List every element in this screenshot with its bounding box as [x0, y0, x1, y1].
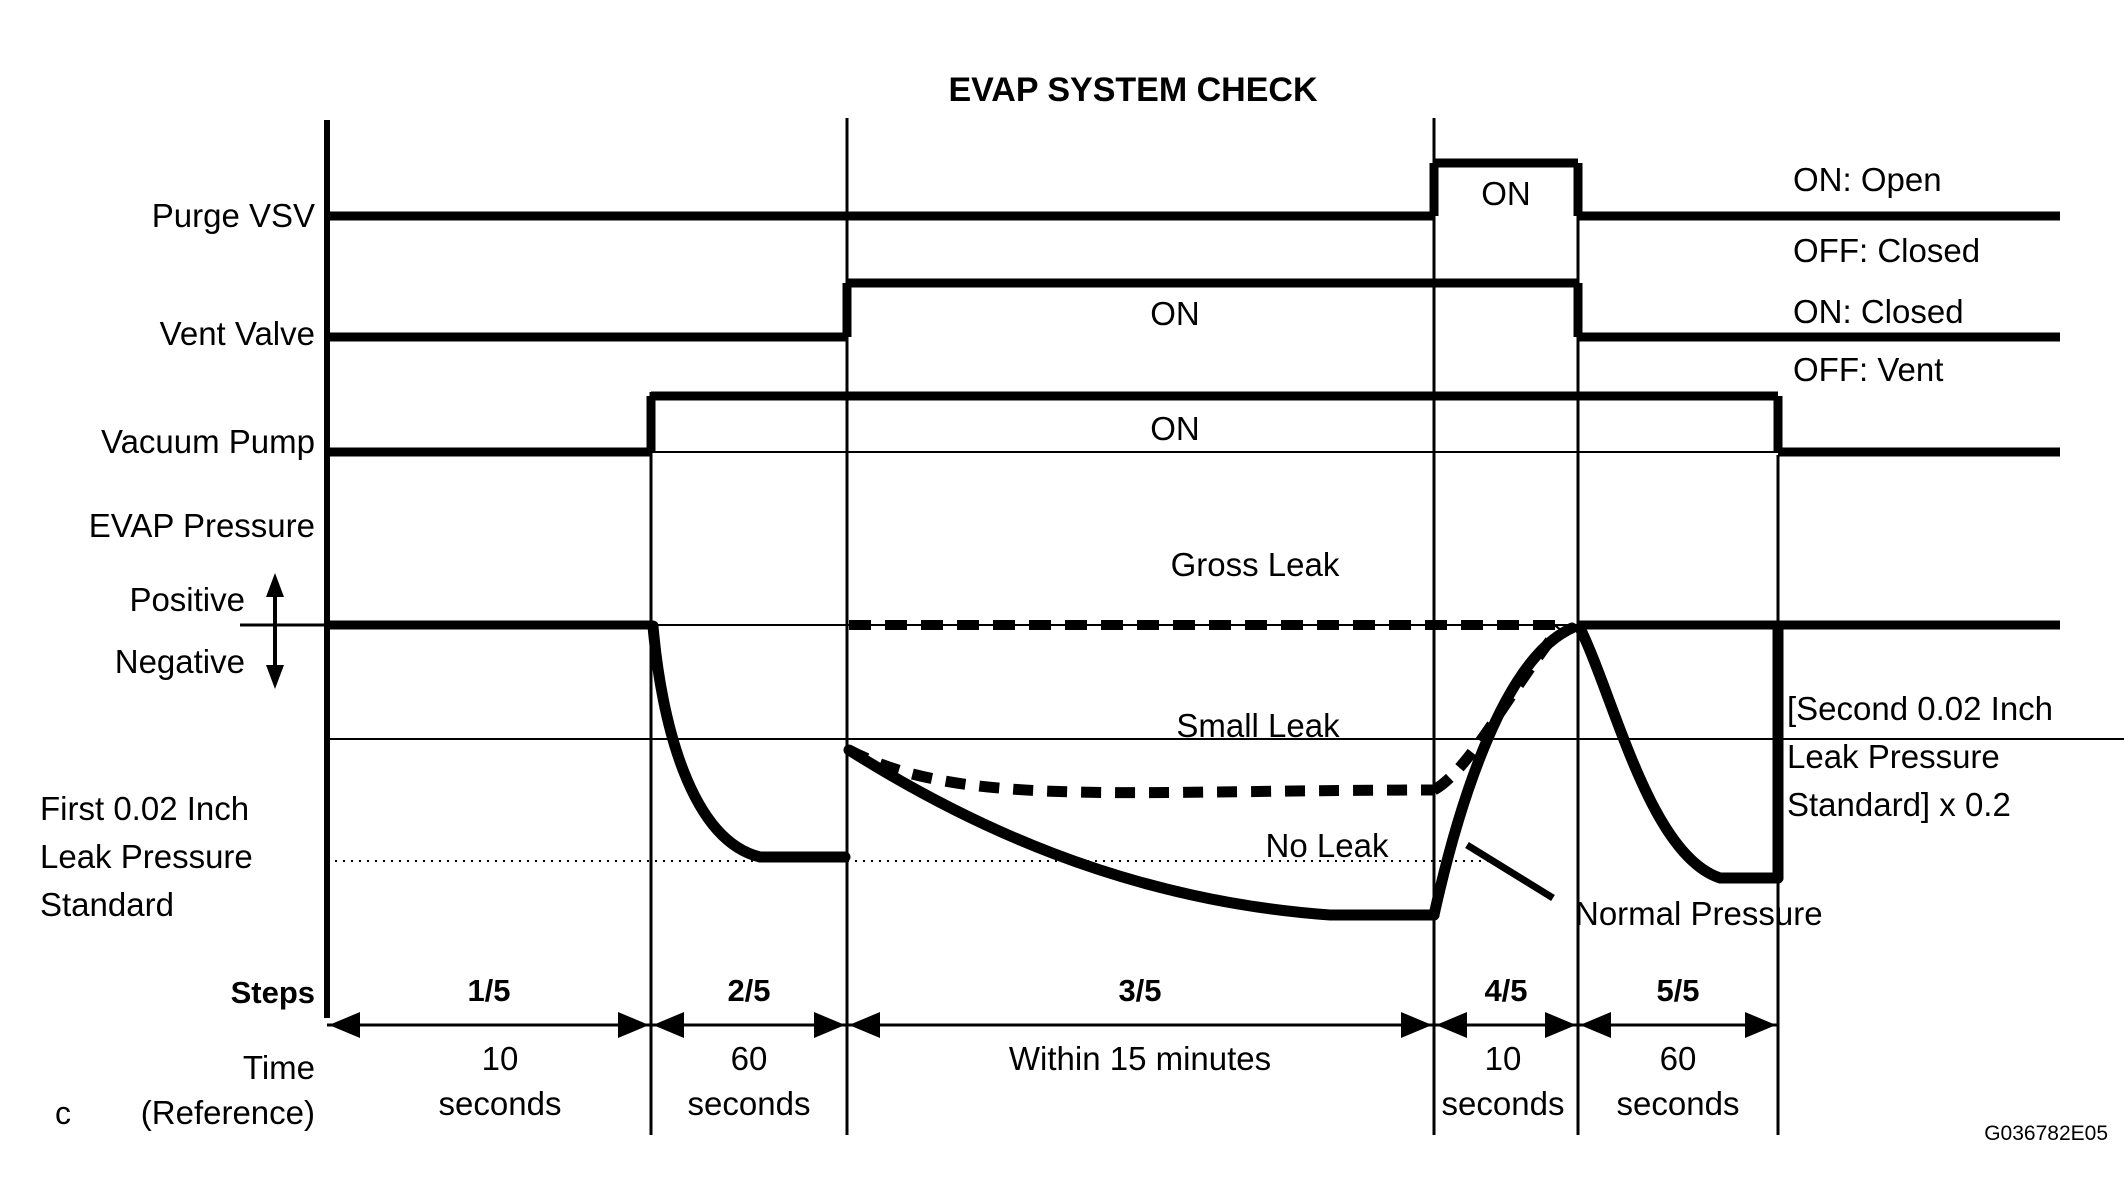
pressure-direction-arrow: [266, 573, 284, 689]
vacuum-pump-waveform: [327, 391, 2060, 457]
step-duration-4-line1: 10: [1485, 1040, 1522, 1077]
purge-vsv-waveform: [327, 158, 2060, 221]
curve-label-small-leak: Small Leak: [1176, 707, 1340, 744]
step-label-5: 5/5: [1656, 973, 1699, 1008]
vacuum-pump-on-label: ON: [1150, 410, 1200, 447]
left-note-line1: First 0.02 Inch: [40, 790, 249, 827]
legend-vent-off: OFF: Vent: [1793, 351, 1943, 388]
right-note-line3: Standard] x 0.2: [1787, 786, 2011, 823]
step-duration-2-line1: 60: [731, 1040, 768, 1077]
step-dimension-arrowheads: [329, 1012, 1776, 1038]
vent-valve-on-label: ON: [1150, 295, 1200, 332]
time-row-label: Time: [243, 1049, 315, 1086]
curve-label-normal-pressure: Normal Pressure: [1575, 895, 1823, 932]
axis-label-negative: Negative: [115, 643, 245, 680]
time-row-sublabel: (Reference): [141, 1094, 315, 1131]
row-label-vent-valve: Vent Valve: [160, 315, 315, 352]
axis-label-positive: Positive: [129, 581, 245, 618]
steps-row-label: Steps: [231, 975, 315, 1010]
left-note-line2: Leak Pressure: [40, 838, 253, 875]
row-label-vacuum-pump: Vacuum Pump: [101, 423, 315, 460]
step-label-3: 3/5: [1118, 973, 1161, 1008]
curve-no-leak: [647, 620, 1784, 921]
curve-label-no-leak: No Leak: [1266, 827, 1389, 864]
step-duration-5-line1: 60: [1660, 1040, 1697, 1077]
right-note-line2: Leak Pressure: [1787, 738, 2000, 775]
step-duration-1-line2: seconds: [439, 1085, 562, 1122]
corner-mark: c: [55, 1095, 71, 1131]
step-label-1: 1/5: [467, 973, 510, 1008]
purge-vsv-on-label: ON: [1481, 175, 1531, 212]
curve-label-gross-leak: Gross Leak: [1171, 546, 1340, 583]
step-duration-4-line2: seconds: [1442, 1085, 1565, 1122]
normal-pressure-leader-line: [1465, 842, 1555, 901]
step-label-4: 4/5: [1484, 973, 1527, 1008]
left-note-line3: Standard: [40, 886, 174, 923]
vent-valve-waveform: [327, 278, 2060, 342]
legend-purge-on: ON: Open: [1793, 161, 1942, 198]
legend-vent-on: ON: Closed: [1793, 293, 1964, 330]
figure-code: G036782E05: [1984, 1122, 2108, 1145]
step-duration-5-line2: seconds: [1617, 1085, 1740, 1122]
row-label-purge-vsv: Purge VSV: [152, 197, 315, 234]
legend-purge-off: OFF: Closed: [1793, 232, 1980, 269]
right-note-line1: [Second 0.02 Inch: [1787, 690, 2053, 727]
chart-title: EVAP SYSTEM CHECK: [948, 71, 1317, 109]
step-duration-3: Within 15 minutes: [1009, 1040, 1271, 1077]
step-label-2: 2/5: [727, 973, 770, 1008]
row-label-evap-pressure: EVAP Pressure: [89, 507, 315, 544]
step-duration-2-line2: seconds: [688, 1085, 811, 1122]
step-duration-1-line1: 10: [482, 1040, 519, 1077]
